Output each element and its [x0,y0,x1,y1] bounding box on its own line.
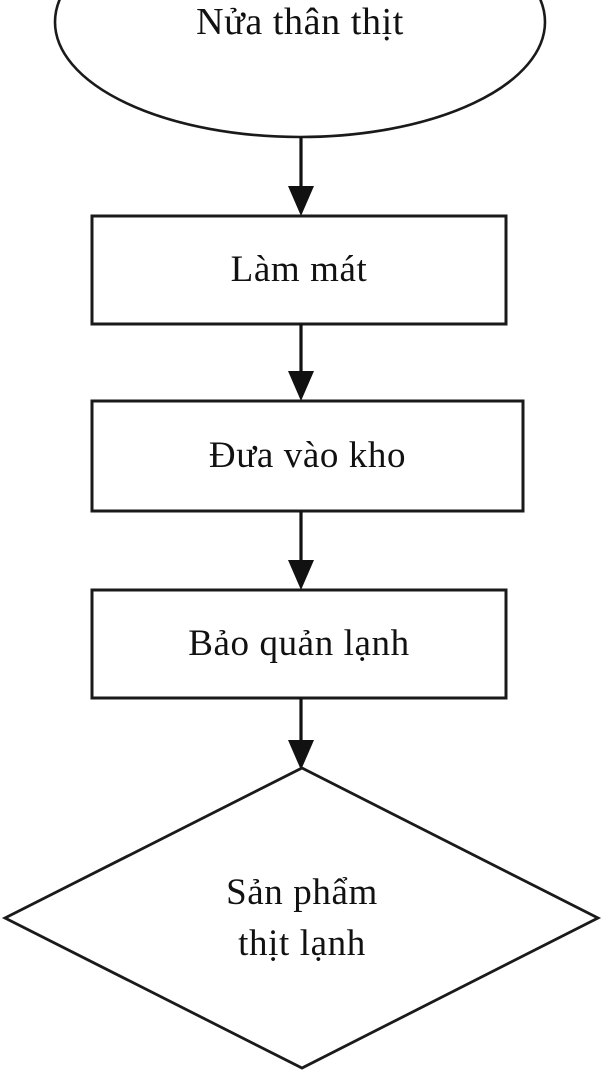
edge-process-1-to-process-2-arrowhead [288,371,314,401]
node-process-2-rect[interactable] [90,399,525,513]
edge-start-to-process-1-arrowhead [288,186,314,216]
node-process-1-rect[interactable] [90,214,508,326]
node-end-diamond[interactable] [1,766,602,1070]
edge-process-3-to-end-arrowhead [288,740,314,770]
node-process-3-rect[interactable] [90,588,508,700]
node-start-ellipse[interactable] [53,0,547,139]
edge-process-2-to-process-3-arrowhead [288,560,314,590]
